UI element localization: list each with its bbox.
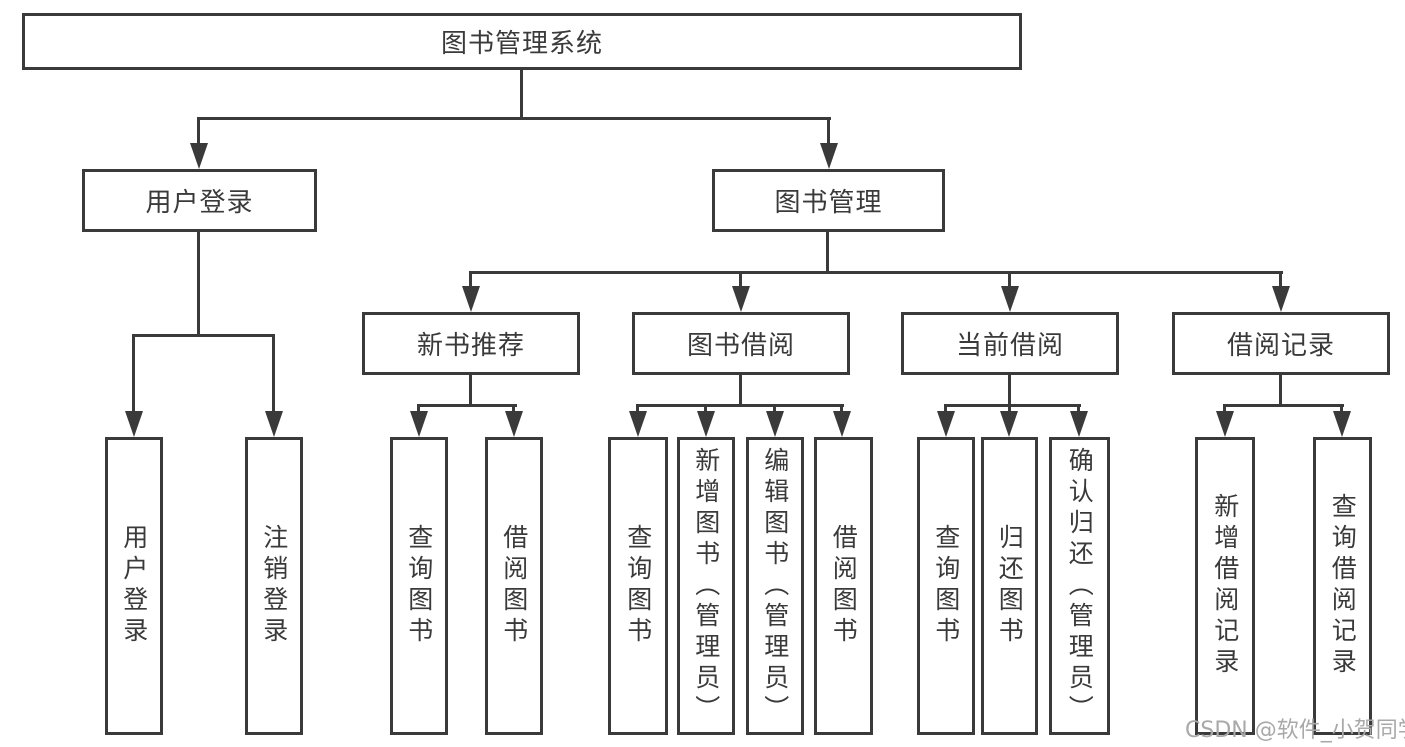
arrow-down-icon xyxy=(820,143,838,169)
node-current-borrow: 当前借阅 xyxy=(901,312,1119,375)
connector-root-branch xyxy=(197,117,831,120)
node-leaf-confirm-return-admin-label: 确认归还（管理员） xyxy=(1065,446,1095,726)
node-new-book-recommend-label: 新书推荐 xyxy=(416,331,525,361)
connector-drop-logout xyxy=(272,334,275,414)
arrow-down-icon xyxy=(1001,286,1019,312)
node-leaf-edit-books-admin: 编辑图书（管理员） xyxy=(746,437,804,735)
arrow-down-icon xyxy=(937,411,955,437)
node-borrow-records: 借阅记录 xyxy=(1172,312,1390,375)
arrow-down-icon xyxy=(697,411,715,437)
connector-drop-leaf xyxy=(512,404,515,414)
connector-drop-leaf xyxy=(1340,404,1343,414)
connector-drop-recommend xyxy=(469,271,472,289)
connector-drop-user-login xyxy=(197,117,200,146)
arrow-down-icon xyxy=(125,411,143,437)
node-leaf-user-login: 用户登录 xyxy=(105,437,163,735)
arrow-down-icon xyxy=(1333,411,1351,437)
node-book-borrow-label: 图书借阅 xyxy=(686,331,795,361)
node-leaf-current-query-books: 查询图书 xyxy=(917,437,975,735)
arrow-down-icon xyxy=(1070,411,1088,437)
arrow-down-icon xyxy=(190,143,208,169)
node-leaf-query-borrow-record-label: 查询借阅记录 xyxy=(1328,493,1358,679)
connector-drop-current xyxy=(1008,271,1011,289)
connector-recommend-branch xyxy=(417,404,517,407)
node-leaf-current-query-books-label: 查询图书 xyxy=(931,524,961,648)
node-book-borrow: 图书借阅 xyxy=(632,312,850,375)
arrow-down-icon xyxy=(1272,286,1290,312)
node-leaf-borrow-query-books-label: 查询图书 xyxy=(623,524,653,648)
connector-book-management-stem xyxy=(826,232,829,273)
arrow-down-icon xyxy=(766,411,784,437)
node-leaf-edit-books-admin-label: 编辑图书（管理员） xyxy=(760,446,790,726)
arrow-down-icon xyxy=(505,411,523,437)
connector-user-login-stem xyxy=(197,232,200,336)
node-leaf-add-books-admin: 新增图书（管理员） xyxy=(677,437,735,735)
connector-drop-leaf xyxy=(704,404,707,414)
connector-root-stem xyxy=(520,70,523,119)
arrow-down-icon xyxy=(732,286,750,312)
node-leaf-recommend-borrow-books: 借阅图书 xyxy=(485,437,543,735)
connector-borrow-branch xyxy=(636,404,844,407)
node-leaf-borrow-books: 借阅图书 xyxy=(814,437,873,735)
connector-book-management-branch xyxy=(469,271,1283,274)
connector-drop-leaf xyxy=(773,404,776,414)
node-leaf-borrow-books-label: 借阅图书 xyxy=(829,524,859,648)
connector-current-branch xyxy=(944,404,1081,407)
node-leaf-add-borrow-record: 新增借阅记录 xyxy=(1195,437,1255,735)
arrow-down-icon xyxy=(265,411,283,437)
node-leaf-add-borrow-record-label: 新增借阅记录 xyxy=(1210,493,1240,679)
connector-drop-leaf xyxy=(417,404,420,414)
connector-drop-leaf xyxy=(840,404,843,414)
node-current-borrow-label: 当前借阅 xyxy=(955,331,1064,361)
connector-drop-leaf xyxy=(636,404,639,414)
node-user-login: 用户登录 xyxy=(82,169,317,232)
arrow-down-icon xyxy=(462,286,480,312)
node-book-management-label: 图书管理 xyxy=(774,188,883,218)
node-user-login-label: 用户登录 xyxy=(145,188,254,218)
csdn-watermark: CSDN @软件_小贺同学 xyxy=(1185,718,1405,743)
node-book-management: 图书管理 xyxy=(712,169,945,232)
node-new-book-recommend: 新书推荐 xyxy=(362,312,580,375)
node-leaf-logout: 注销登录 xyxy=(245,437,303,735)
node-leaf-recommend-query-books: 查询图书 xyxy=(390,437,448,735)
connector-user-login-branch xyxy=(132,334,275,337)
connector-drop-records xyxy=(1279,271,1282,289)
connector-drop-login xyxy=(132,334,135,414)
connector-borrow-stem xyxy=(739,375,742,406)
connector-drop-leaf xyxy=(1223,404,1226,414)
node-library-system-label: 图书管理系统 xyxy=(440,29,603,59)
node-borrow-records-label: 借阅记录 xyxy=(1226,331,1335,361)
node-leaf-return-books-label: 归还图书 xyxy=(995,524,1025,648)
connector-drop-leaf xyxy=(1008,404,1011,414)
arrow-down-icon xyxy=(1000,411,1018,437)
arrow-down-icon xyxy=(1216,411,1234,437)
connector-records-branch xyxy=(1223,404,1344,407)
node-leaf-borrow-query-books: 查询图书 xyxy=(608,437,668,735)
connector-recommend-stem xyxy=(469,375,472,406)
arrow-down-icon xyxy=(410,411,428,437)
connector-drop-borrow xyxy=(739,271,742,289)
node-leaf-add-books-admin-label: 新增图书（管理员） xyxy=(691,446,721,726)
connector-current-stem xyxy=(1008,375,1011,406)
node-leaf-recommend-borrow-books-label: 借阅图书 xyxy=(499,524,529,648)
arrow-down-icon xyxy=(833,411,851,437)
arrow-down-icon xyxy=(629,411,647,437)
connector-drop-leaf xyxy=(944,404,947,414)
connector-drop-leaf xyxy=(1077,404,1080,414)
node-library-system: 图书管理系统 xyxy=(22,13,1022,70)
node-leaf-return-books: 归还图书 xyxy=(981,437,1038,735)
node-leaf-logout-label: 注销登录 xyxy=(259,524,289,648)
connector-records-stem xyxy=(1279,375,1282,406)
node-leaf-confirm-return-admin: 确认归还（管理员） xyxy=(1049,437,1110,735)
node-leaf-user-login-label: 用户登录 xyxy=(119,524,149,648)
node-leaf-query-borrow-record: 查询借阅记录 xyxy=(1313,437,1372,735)
connector-drop-book-management xyxy=(827,117,830,146)
node-leaf-recommend-query-books-label: 查询图书 xyxy=(404,524,434,648)
